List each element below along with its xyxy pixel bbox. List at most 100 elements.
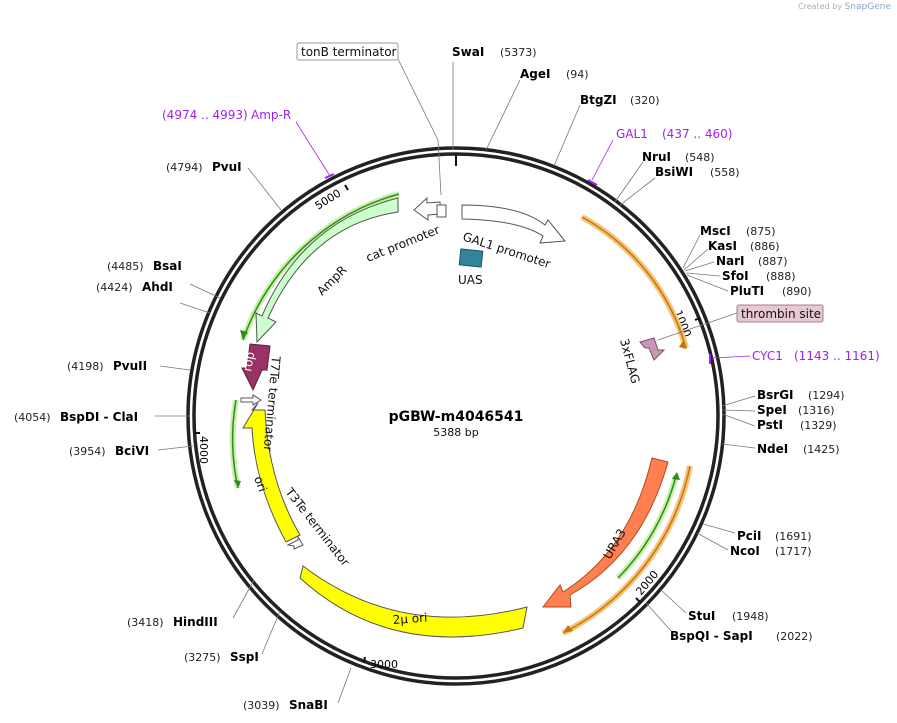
site-pcii-pos: (1691) <box>775 530 812 543</box>
site-swai-pos: (5373) <box>500 46 537 59</box>
rop-label: rop <box>240 351 257 373</box>
site-nari-name: NarI <box>716 254 745 268</box>
ori-feature <box>242 402 301 543</box>
site-ndei-name: NdeI <box>757 442 788 456</box>
site-pluti-name: PluTI <box>730 284 764 298</box>
ori-label: ori <box>251 474 269 493</box>
site-sfoi-name: SfoI <box>722 269 749 283</box>
site-agei-name: AgeI <box>520 67 550 81</box>
site-nari-pos: (887) <box>758 255 788 268</box>
3xflag-feature <box>639 337 666 361</box>
site-sfoi-pos: (888) <box>766 270 796 283</box>
site-bspdi-clai-name: BspDI - ClaI <box>60 410 138 424</box>
plasmid-name: pGBW-m4046541 <box>389 409 524 425</box>
site-bcivi-pos: (3954) <box>69 445 106 458</box>
site-spei-pos: (1316) <box>798 404 835 417</box>
orange-line-top <box>581 216 687 349</box>
primer-gal1-pos: (437 .. 460) <box>662 127 732 141</box>
primer-amp-r: (4974 .. 4993) Amp-R <box>162 108 335 179</box>
site-bsai-pos: (4485) <box>107 260 144 273</box>
orange-line-bottom <box>562 465 691 634</box>
2mu-ori-label: 2μ ori <box>392 611 428 627</box>
site-bsai-name: BsaI <box>153 259 182 273</box>
green-line-ampr <box>242 193 400 341</box>
site-hindiii-pos: (3418) <box>127 616 164 629</box>
green-arrowhead-left <box>234 480 241 488</box>
plasmid-length: 5388 bp <box>433 426 478 439</box>
site-pcii-name: PciI <box>737 529 762 543</box>
site-ncoi-pos: (1717) <box>775 545 812 558</box>
site-sspi-name: SspI <box>230 650 259 664</box>
site-bspqi-sapi-pos: (2022) <box>776 630 813 643</box>
site-pluti-pos: (890) <box>782 285 812 298</box>
site-stui-pos: (1948) <box>732 610 769 623</box>
ura3-feature <box>541 457 669 608</box>
site-btgzi-pos: (320) <box>630 94 660 107</box>
t3te-terminator-feature <box>286 535 304 550</box>
primer-amp-r-pos: (4974 .. 4993) <box>162 108 248 122</box>
site-nrui-pos: (548) <box>685 151 715 164</box>
thrombin-site-label: thrombin site <box>741 307 821 321</box>
tonb-terminator-label: tonB terminator <box>301 45 397 59</box>
site-bsiwi-pos: (558) <box>710 166 740 179</box>
site-bsrgi-name: BsrGI <box>757 388 794 402</box>
site-ncoi-name: NcoI <box>730 544 760 558</box>
thrombin-site-callout: thrombin site <box>657 304 824 341</box>
ampr-label: AmpR <box>314 263 349 298</box>
ruler-label-5000: 5000 <box>313 187 344 213</box>
site-bcivi-name: BciVI <box>115 444 149 458</box>
orange-arrowhead-bottom <box>563 625 573 633</box>
orange-arrowhead-top <box>679 341 687 349</box>
site-bspqi-sapi-name: BspQI - SapI <box>670 629 753 643</box>
site-bsrgi-pos: (1294) <box>808 389 845 402</box>
primer-cyc1-name: CYC1 <box>752 349 783 363</box>
site-psti-pos: (1329) <box>800 419 837 432</box>
cat-promoter-feature-box <box>436 204 447 218</box>
site-agei-pos: (94) <box>566 68 589 81</box>
site-pvuii-pos: (4198) <box>67 360 104 373</box>
site-pvuii-name: PvuII <box>113 359 147 373</box>
site-pvui-name: PvuI <box>212 160 242 174</box>
snapgene-credit: Created by SnapGene <box>798 2 891 12</box>
primer-amp-r-name: Amp-R <box>251 108 291 122</box>
site-bsiwi-name: BsiWI <box>655 165 693 179</box>
site-hindiii-name: HindIII <box>173 615 218 629</box>
primer-gal1: GAL1 (437 .. 460) <box>587 127 732 186</box>
ampr-feature <box>255 197 399 344</box>
site-msci-pos: (875) <box>746 225 776 238</box>
site-sspi-pos: (3275) <box>184 651 221 664</box>
ruler-ticks <box>194 154 701 664</box>
rop-feature <box>241 343 271 392</box>
ruler-label-4000: 4000 <box>197 436 210 464</box>
green-arrowhead-ampr <box>240 330 248 340</box>
gal1-promoter-arrow <box>461 204 566 244</box>
uas-label: UAS <box>458 273 483 287</box>
uas-feature <box>458 248 484 268</box>
site-leaders <box>155 62 756 704</box>
orange-band-top <box>580 214 689 349</box>
tonb-terminator-callout: tonB terminator <box>296 42 442 196</box>
cat-promoter-label: cat promoter <box>364 222 442 264</box>
site-spei-name: SpeI <box>757 403 787 417</box>
site-bspdi-clai-pos: (4054) <box>14 411 51 424</box>
green-line-ura3 <box>617 475 677 579</box>
2mu-ori-feature <box>299 565 528 638</box>
ruler-label-3000: 3000 <box>370 658 398 671</box>
site-ahdi-pos: (4424) <box>96 281 133 294</box>
site-msci-name: MscI <box>700 224 731 238</box>
primer-cyc1-pos: (1143 .. 1161) <box>794 349 880 363</box>
t7te-terminator-feature <box>240 394 262 406</box>
site-snabi-pos: (3039) <box>243 699 280 712</box>
site-ahdi-name: AhdI <box>142 280 173 294</box>
site-psti-name: PstI <box>757 418 783 432</box>
3xflag-label: 3xFLAG <box>617 337 642 385</box>
site-snabi-name: SnaBI <box>289 698 328 712</box>
site-swai-name: SwaI <box>452 45 484 59</box>
site-ndei-pos: (1425) <box>803 443 840 456</box>
site-kasi-name: KasI <box>708 239 737 253</box>
site-pvui-pos: (4794) <box>166 161 203 174</box>
site-btgzi-name: BtgZI <box>580 93 617 107</box>
site-kasi-pos: (886) <box>750 240 780 253</box>
credit-prefix: Created by <box>798 2 843 11</box>
